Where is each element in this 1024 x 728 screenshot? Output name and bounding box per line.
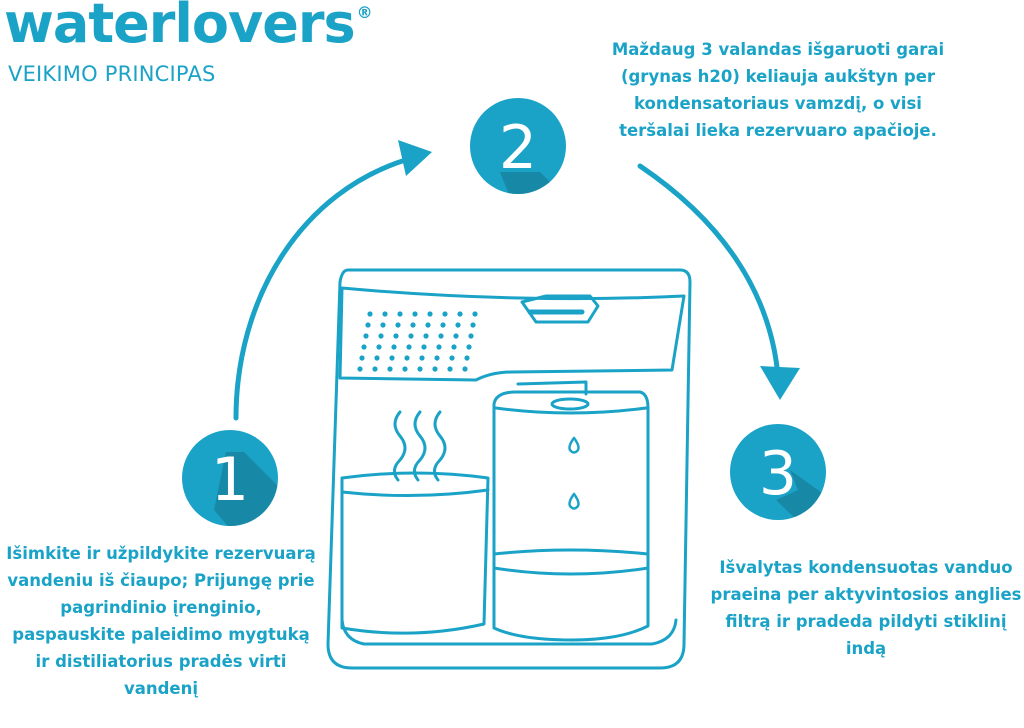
arrow-head-1	[398, 140, 432, 176]
step-2-badge: 2	[470, 98, 566, 194]
vent-dot	[440, 322, 446, 328]
vent-dot	[436, 344, 442, 350]
vent-dot	[417, 366, 423, 372]
vent-dot	[434, 355, 440, 361]
water-drop-1	[568, 436, 580, 454]
arrow-1-to-2	[233, 155, 415, 421]
brand-logo: waterlovers®	[4, 0, 373, 55]
vent-dot	[447, 366, 453, 372]
step-1-description: Išimkite ir užpildykite rezervuarą vande…	[6, 544, 316, 698]
vent-dot	[357, 366, 363, 372]
registered-mark: ®	[356, 3, 373, 22]
vent-dot	[372, 366, 378, 372]
vent-dot	[363, 333, 369, 339]
vent-dot	[395, 322, 401, 328]
steam-wave-2	[413, 410, 427, 482]
vent-dot	[389, 355, 395, 361]
water-drop-2	[568, 492, 580, 510]
vent-dot	[382, 311, 388, 317]
vent-dot	[453, 333, 459, 339]
vent-dot	[412, 311, 418, 317]
vent-dot	[421, 344, 427, 350]
vent-dot	[419, 355, 425, 361]
vent-dot	[365, 322, 371, 328]
vent-dot	[457, 311, 463, 317]
vent-dot	[442, 311, 448, 317]
vent-dot	[378, 333, 384, 339]
device-body	[326, 268, 692, 670]
container-lid	[516, 380, 588, 396]
cycle-arrows	[233, 155, 781, 421]
steam-wave-3	[433, 410, 447, 482]
vent-dot	[432, 366, 438, 372]
left-reservoir	[340, 471, 490, 635]
vent-dot	[423, 333, 429, 339]
vent-dot	[427, 311, 433, 317]
vent-dot	[468, 333, 474, 339]
vent-dot	[404, 355, 410, 361]
glass-container	[492, 390, 650, 642]
vent-dot	[376, 344, 382, 350]
step-1-number: 1	[211, 445, 249, 515]
step-2-description: Maždaug 3 valandas išgaruoti garai (gryn…	[611, 40, 945, 140]
step-1-badge: 1	[182, 430, 278, 526]
vent-dot	[374, 355, 380, 361]
device-start-button	[520, 294, 600, 324]
vent-dot	[425, 322, 431, 328]
vent-dot	[438, 333, 444, 339]
page-subtitle: VEIKIMO PRINCIPAS	[8, 62, 216, 86]
vent-dot	[451, 344, 457, 350]
device-base-tray	[340, 618, 678, 646]
vent-dot	[402, 366, 408, 372]
steam-wave-1	[393, 410, 407, 482]
device-top-cover	[338, 286, 686, 382]
vent-dot	[449, 355, 455, 361]
vent-dot	[361, 344, 367, 350]
vent-dot	[393, 333, 399, 339]
vent-dot	[397, 311, 403, 317]
vent-dot	[408, 333, 414, 339]
arrow-head-2	[760, 366, 800, 400]
step-3-number: 3	[759, 439, 797, 509]
step-3-badge: 3	[730, 424, 826, 520]
distiller-illustration	[326, 268, 692, 670]
vent-dot	[470, 322, 476, 328]
vent-dot	[462, 366, 468, 372]
vent-dot	[466, 344, 472, 350]
vent-dot	[472, 311, 478, 317]
vent-dot	[406, 344, 412, 350]
vent-dot	[410, 322, 416, 328]
glass-water-level	[492, 548, 650, 556]
step-2-number: 2	[499, 113, 537, 183]
vent-dot	[455, 322, 461, 328]
vent-dot	[380, 322, 386, 328]
arrow-2-to-3	[637, 163, 781, 379]
vent-dot	[359, 355, 365, 361]
vent-dot	[391, 344, 397, 350]
brand-name: waterlovers	[4, 0, 356, 55]
vent-grille	[357, 311, 478, 372]
vent-dot	[464, 355, 470, 361]
step-3-description: Išvalytas kondensuotas vanduo praeina pe…	[710, 558, 1022, 658]
vent-dot	[387, 366, 393, 372]
vent-dot	[367, 311, 373, 317]
